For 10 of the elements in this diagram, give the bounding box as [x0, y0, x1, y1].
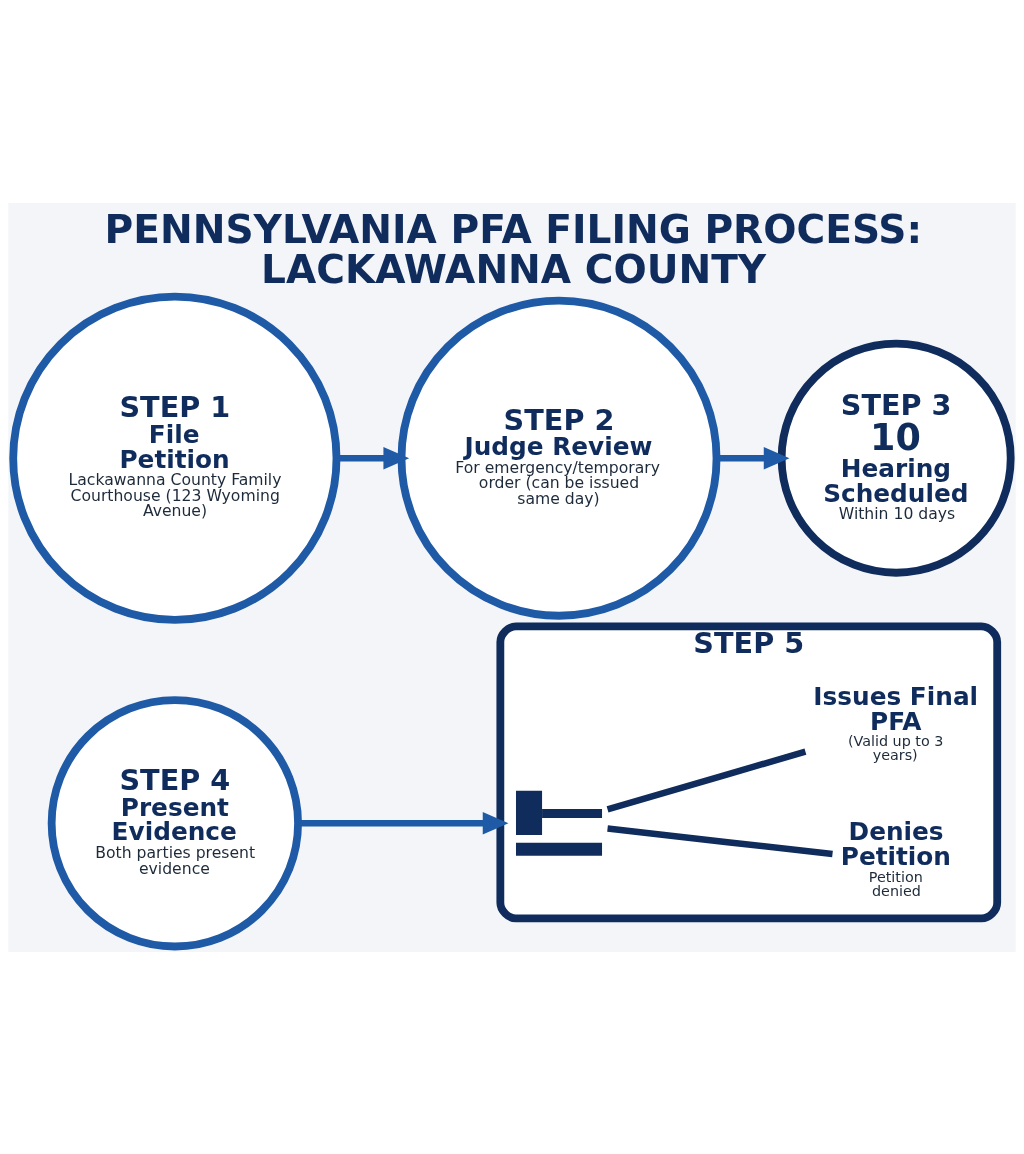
arrow — [298, 811, 509, 834]
node-circle: STEP 3 10 Hearing Scheduled Within 10 days — [777, 339, 1015, 577]
connector — [606, 747, 807, 813]
node-circle: STEP 1 File Petition Lackawanna County Family Courthouse (123 Wyoming Avenue) — [9, 292, 341, 624]
node-text: Issues Final PFA (Valid up to 3 years) — [813, 681, 979, 763]
node-text: Denies Petition Petition denied — [840, 816, 951, 899]
node-circle: STEP 4 Present Evidence Both parties present evidence — [47, 695, 302, 950]
connector — [607, 824, 833, 857]
node-circle: STEP 2 Judge Review For emergency/temporary order (can be issued same day) — [397, 296, 721, 620]
diagram-title: PENNSYLVANIA PFA FILING PROCESS: LACKAWANNA COUNTY — [104, 206, 923, 292]
